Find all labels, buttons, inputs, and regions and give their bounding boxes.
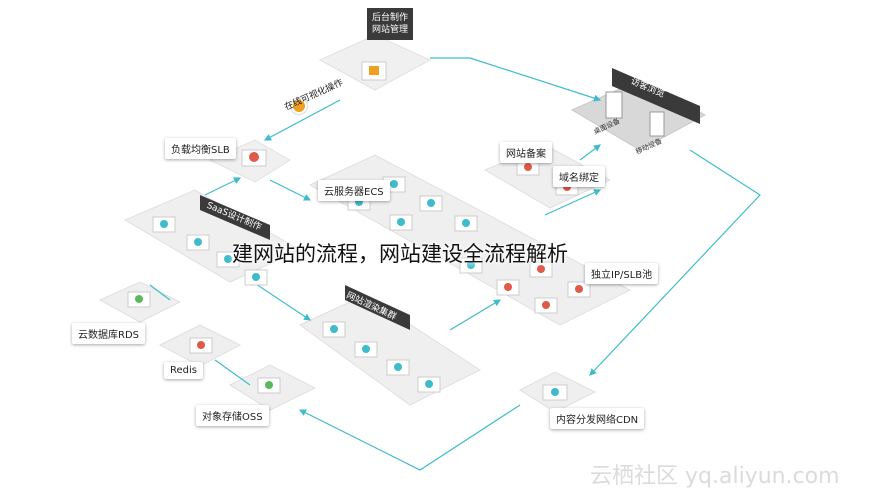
cdn-label: 内容分发网络CDN [550, 408, 645, 429]
cdn-cube-icon [551, 388, 559, 396]
oss-label: 对象存储OSS [196, 405, 269, 426]
flow-cdn-oss [298, 404, 521, 471]
watermark: 云栖社区 yq.aliyun.com [590, 464, 840, 489]
oss-cube-icon [265, 381, 273, 389]
ip-slb-label: 独立IP/SLB池 [585, 263, 659, 284]
saas-cube-icon [252, 273, 260, 281]
flow-filing-visitor [579, 144, 601, 161]
rds-cube-icon [135, 295, 143, 303]
saas-cube-icon [194, 238, 202, 246]
flow-backend-slb [263, 99, 341, 141]
flow-backend-visitor [430, 57, 602, 102]
eye-icon [291, 98, 307, 114]
filing-cube-icon [524, 163, 532, 171]
slb-label: 负载均衡SLB [165, 138, 236, 159]
server-cubes [127, 61, 665, 401]
ecs-cube-icon [397, 218, 405, 226]
rds-label: 云数据库RDS [72, 323, 145, 344]
ecs-cube-icon [542, 301, 550, 309]
flow-redis-oss [214, 359, 251, 386]
ecs-platform [308, 154, 632, 326]
flow-saas-rds [149, 284, 171, 301]
flow-ecs-filing [544, 189, 602, 216]
mobile-device-icon [649, 111, 665, 137]
ecs-cube-icon [462, 219, 470, 227]
ecs-label: 云服务器ECS [318, 180, 390, 201]
ecs-cube-icon [390, 180, 398, 188]
redis-cube-icon [197, 341, 205, 349]
slb-cube-icon [249, 152, 259, 162]
dark-tag-shapes [200, 68, 700, 330]
ecs-cube-icon [504, 283, 512, 291]
saas-tag-shape [200, 195, 270, 240]
render-cube-icon [425, 380, 433, 388]
ecs-cube-icon [537, 265, 545, 273]
backend-cube-icon [369, 66, 379, 75]
flow-lines [149, 57, 761, 471]
flow-slb-ecs [269, 179, 312, 201]
render-cube-icon [330, 325, 338, 333]
domain-label: 域名绑定 [553, 166, 605, 187]
ecs-cube-icon [467, 261, 475, 269]
render-cube-icon [394, 363, 402, 371]
saas-cube-icon [160, 220, 168, 228]
flow-saas-render [249, 279, 311, 321]
flow-visitor-cdn [589, 149, 761, 376]
flow-saas-slb [204, 177, 242, 196]
filing-label: 网站备案 [500, 142, 552, 163]
saas-cube-icon [224, 255, 232, 263]
ecs-cube-icon [575, 285, 583, 293]
desktop-device-icon [605, 91, 623, 119]
saas-platform [123, 189, 302, 283]
flow-render-ecs [449, 299, 502, 331]
page-caption: 建网站的流程，网站建设全流程解析 [232, 242, 568, 266]
render-tag-shape [345, 285, 410, 330]
render-cube-icon [362, 345, 370, 353]
redis-label: Redis [164, 362, 203, 379]
backend-tag: 后台制作 网站管理 [367, 8, 414, 40]
ecs-cube-icon [427, 199, 435, 207]
visitor-tag-shape [612, 68, 700, 124]
